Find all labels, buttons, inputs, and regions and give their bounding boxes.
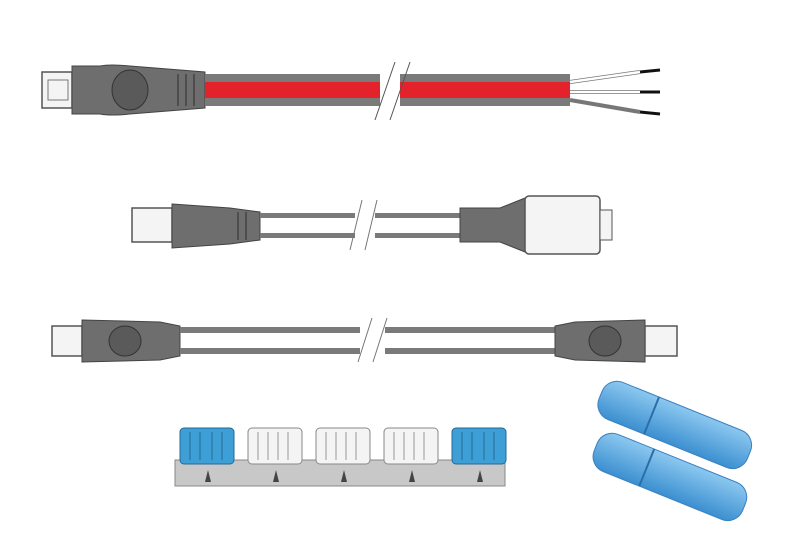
cable-break-icon [357, 317, 388, 363]
terminators [592, 380, 753, 522]
plug-tip [41, 71, 73, 109]
five-way-connector [174, 427, 507, 487]
adaptor-cable [131, 195, 613, 255]
power-cable [41, 61, 661, 121]
backbone-cable [51, 317, 678, 363]
cable-break-icon [349, 199, 378, 251]
cable-break-icon [380, 74, 400, 106]
connector-block-icon [179, 427, 507, 482]
terminator-icon [592, 380, 753, 522]
